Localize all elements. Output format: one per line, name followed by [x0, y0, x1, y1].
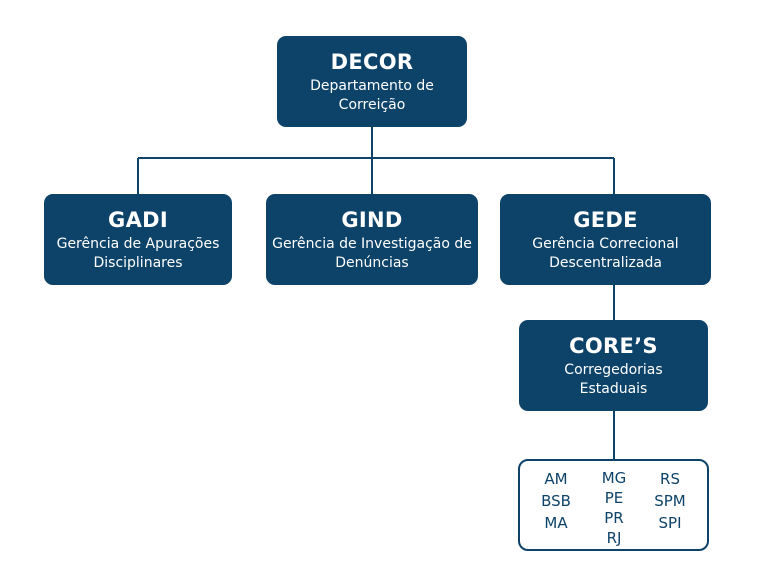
state-item: AM: [544, 470, 568, 488]
state-item: MA: [544, 514, 568, 532]
gind-name: Gerência de Investigação de Denúncias: [272, 235, 472, 271]
states-column-3: RS SPM SPI: [640, 468, 700, 534]
state-item: PE: [604, 489, 624, 507]
gadi-name: Gerência de Apurações Disciplinares: [56, 235, 220, 271]
cores-node: CORE’S Corregedorias Estaduais: [519, 320, 708, 411]
gede-node: GEDE Gerência Correcional Descentralizad…: [500, 194, 711, 285]
state-item: BSB: [541, 492, 571, 510]
state-item: RS: [660, 470, 680, 488]
gadi-code: GADI: [108, 207, 168, 232]
cores-code: CORE’S: [569, 333, 658, 358]
cores-name: Corregedorias Estaduais: [564, 361, 663, 397]
states-box: AM BSB MA MG PE PR RJ RS SPM SPI: [518, 459, 709, 551]
state-item: PR: [604, 509, 624, 527]
decor-code: DECOR: [330, 49, 414, 74]
gede-code: GEDE: [573, 207, 638, 232]
gede-name: Gerência Correcional Descentralizada: [532, 235, 679, 271]
gind-node: GIND Gerência de Investigação de Denúnci…: [266, 194, 478, 285]
state-item: SPM: [654, 492, 686, 510]
gadi-node: GADI Gerência de Apurações Disciplinares: [44, 194, 232, 285]
states-column-2: MG PE PR RJ: [586, 468, 642, 548]
decor-name: Departamento de Correição: [310, 77, 434, 113]
state-item: RJ: [606, 529, 622, 547]
state-item: SPI: [658, 514, 682, 532]
gind-code: GIND: [341, 207, 403, 232]
states-column-1: AM BSB MA: [528, 468, 584, 534]
decor-node: DECOR Departamento de Correição: [277, 36, 467, 127]
state-item: MG: [601, 469, 627, 487]
